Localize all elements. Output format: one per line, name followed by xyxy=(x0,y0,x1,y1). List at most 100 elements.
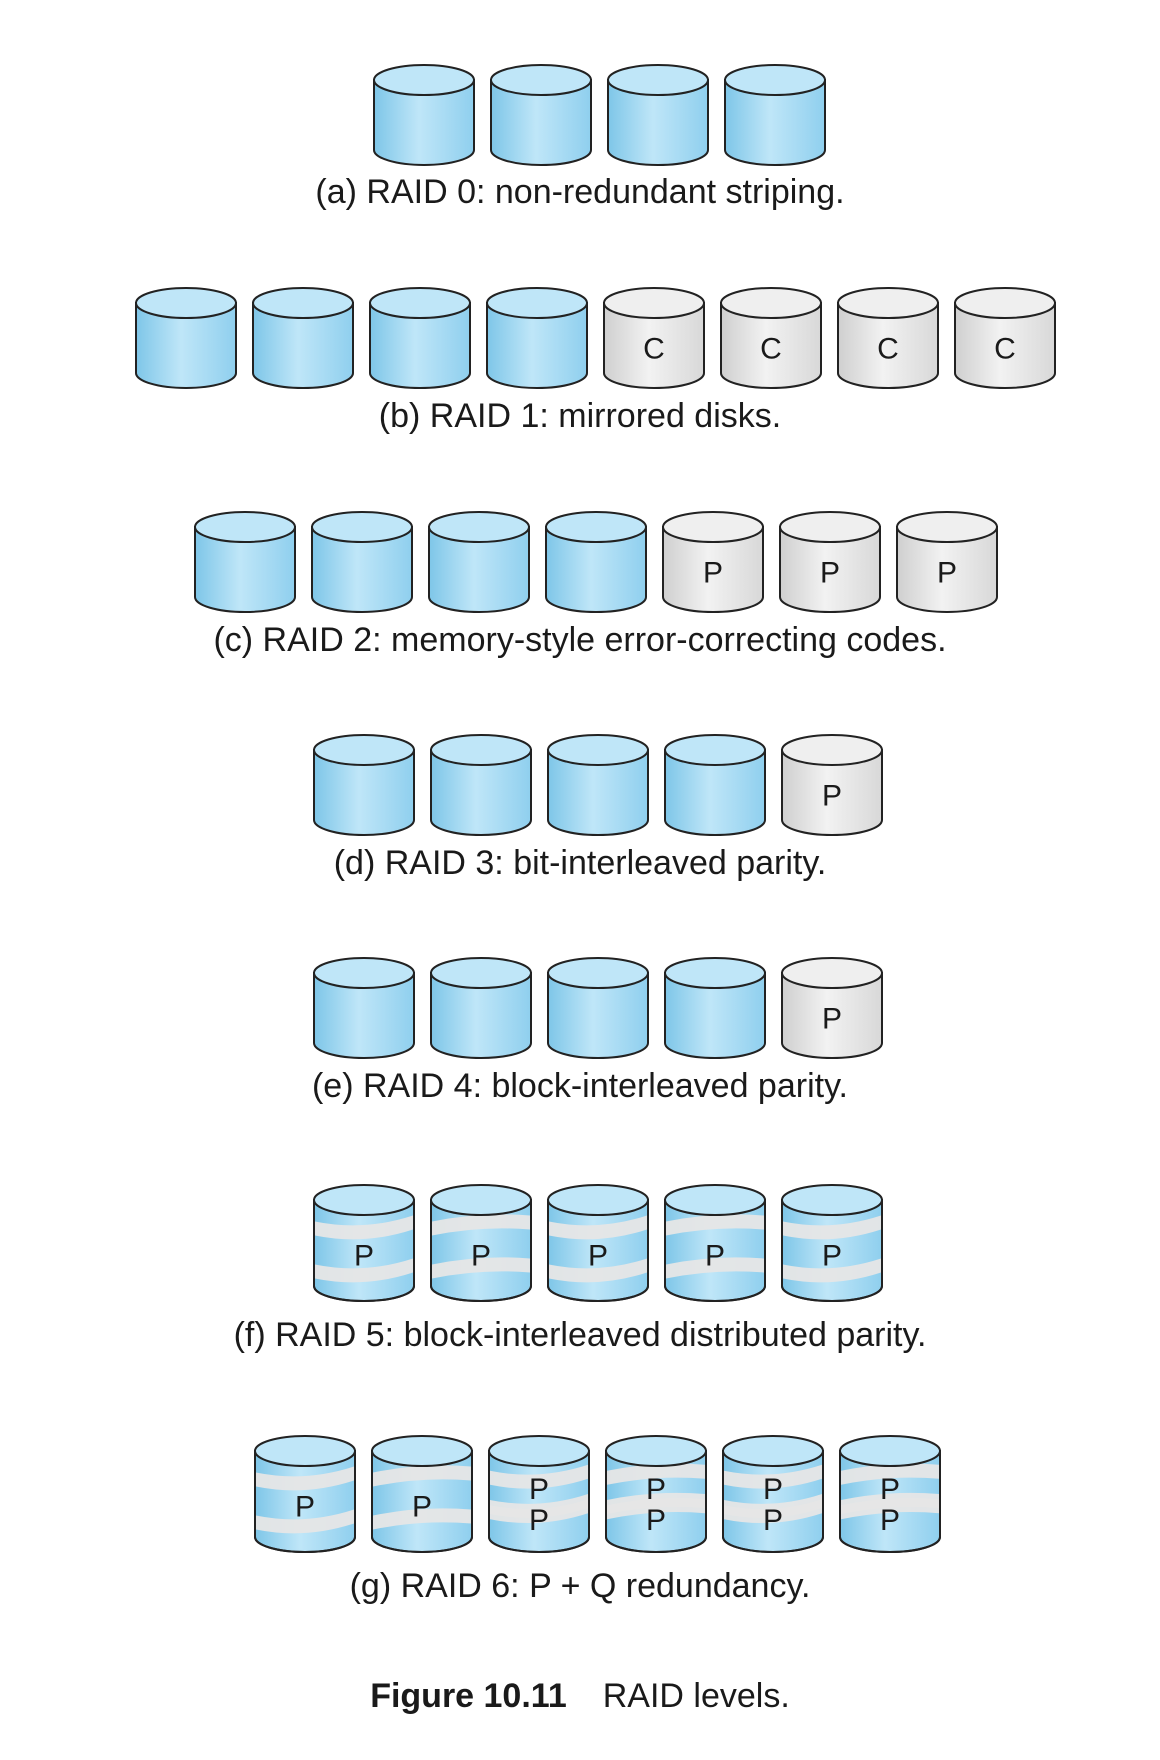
disk-distributed: P xyxy=(430,1184,532,1302)
disk-body xyxy=(545,526,647,613)
disk-body xyxy=(603,302,705,389)
disk-data xyxy=(313,734,415,836)
caption-raid-0: (a) RAID 0: non-redundant striping. xyxy=(315,173,845,211)
disk-top xyxy=(837,287,939,319)
disk-body xyxy=(194,526,296,613)
disk-copy: C xyxy=(954,287,1056,389)
parity-stripe xyxy=(432,1214,530,1236)
disk-parity: P xyxy=(781,734,883,836)
disk-distributed: P xyxy=(313,1184,415,1302)
disk-top xyxy=(547,734,649,766)
disk-label: P xyxy=(588,1239,608,1272)
disk-outline xyxy=(430,1199,532,1302)
disk-top xyxy=(607,64,709,96)
caption-raid-2: (c) RAID 2: memory-style error-correctin… xyxy=(213,621,947,659)
disk-data xyxy=(724,64,826,166)
disk-top xyxy=(135,287,237,319)
disk-data xyxy=(430,734,532,836)
disk-data xyxy=(311,511,413,613)
disk-body xyxy=(720,302,822,389)
disk-top xyxy=(603,287,705,319)
parity-stripe xyxy=(256,1509,354,1534)
disk-top xyxy=(781,734,883,766)
caption-raid-5: (f) RAID 5: block-interleaved distribute… xyxy=(233,1316,927,1354)
disk-distributed: P xyxy=(664,1184,766,1302)
disk-data xyxy=(547,957,649,1059)
disk-label: P xyxy=(529,1504,549,1537)
disk-label: P xyxy=(529,1473,549,1506)
disk-top xyxy=(254,1435,356,1467)
parity-stripe xyxy=(490,1464,588,1489)
parity-stripe xyxy=(549,1258,647,1283)
disk-top xyxy=(369,287,471,319)
disk-top xyxy=(311,511,413,543)
parity-stripe xyxy=(841,1498,939,1520)
disk-copy: C xyxy=(720,287,822,389)
disk-body xyxy=(490,79,592,166)
disk-label: P xyxy=(820,556,840,589)
disk-body xyxy=(781,972,883,1059)
disk-body xyxy=(781,749,883,836)
caption-raid-1: (b) RAID 1: mirrored disks. xyxy=(378,397,782,435)
disk-top xyxy=(781,957,883,989)
disk-parity: P xyxy=(662,511,764,613)
parity-stripe xyxy=(315,1215,413,1240)
parity-stripe xyxy=(724,1499,822,1524)
disk-data xyxy=(664,957,766,1059)
disk-outline xyxy=(254,1450,356,1553)
disk-label: P xyxy=(295,1490,315,1523)
disk-body xyxy=(607,79,709,166)
parity-stripe xyxy=(315,1258,413,1283)
disk-body xyxy=(896,526,998,613)
disk-body xyxy=(664,972,766,1059)
disk-top xyxy=(664,1184,766,1216)
disk-top xyxy=(664,734,766,766)
disk-top xyxy=(781,1184,883,1216)
disk-top xyxy=(605,1435,707,1467)
disk-data xyxy=(373,64,475,166)
disk-body xyxy=(664,749,766,836)
parity-stripe xyxy=(256,1466,354,1491)
disk-label: P xyxy=(763,1473,783,1506)
disk-top xyxy=(373,64,475,96)
disk-label: P xyxy=(705,1239,725,1272)
disk-outline xyxy=(547,1199,649,1302)
disk-data xyxy=(547,734,649,836)
disk-outline xyxy=(371,1450,473,1553)
disk-top xyxy=(371,1435,473,1467)
disk-label: P xyxy=(880,1473,900,1506)
disk-top xyxy=(720,287,822,319)
disk-parity: P xyxy=(896,511,998,613)
disk-body xyxy=(428,526,530,613)
disk-top xyxy=(722,1435,824,1467)
caption-raid-3: (d) RAID 3: bit-interleaved parity. xyxy=(333,844,827,882)
disk-label: P xyxy=(471,1239,491,1272)
disk-parity: P xyxy=(779,511,881,613)
disk-top xyxy=(779,511,881,543)
disk-body xyxy=(430,749,532,836)
disk-label: C xyxy=(994,332,1016,365)
parity-stripe xyxy=(783,1215,881,1240)
disk-distributed: P xyxy=(547,1184,649,1302)
disk-distributed: PP xyxy=(605,1435,707,1553)
disk-data xyxy=(135,287,237,389)
disk-label: C xyxy=(643,332,665,365)
parity-stripe xyxy=(373,1465,471,1487)
disk-top xyxy=(430,957,532,989)
disk-label: P xyxy=(822,1239,842,1272)
disk-distributed: P xyxy=(254,1435,356,1553)
disk-distributed: PP xyxy=(722,1435,824,1553)
figure-number: Figure 10.11 xyxy=(370,1677,567,1715)
disk-label: P xyxy=(822,1002,842,1035)
disk-body xyxy=(779,526,881,613)
disk-top xyxy=(954,287,1056,319)
disk-body xyxy=(837,302,939,389)
disk-data xyxy=(369,287,471,389)
disk-top xyxy=(545,511,647,543)
disk-data xyxy=(607,64,709,166)
disk-outline xyxy=(313,1199,415,1302)
disk-distributed: P xyxy=(371,1435,473,1553)
disk-label: P xyxy=(937,556,957,589)
